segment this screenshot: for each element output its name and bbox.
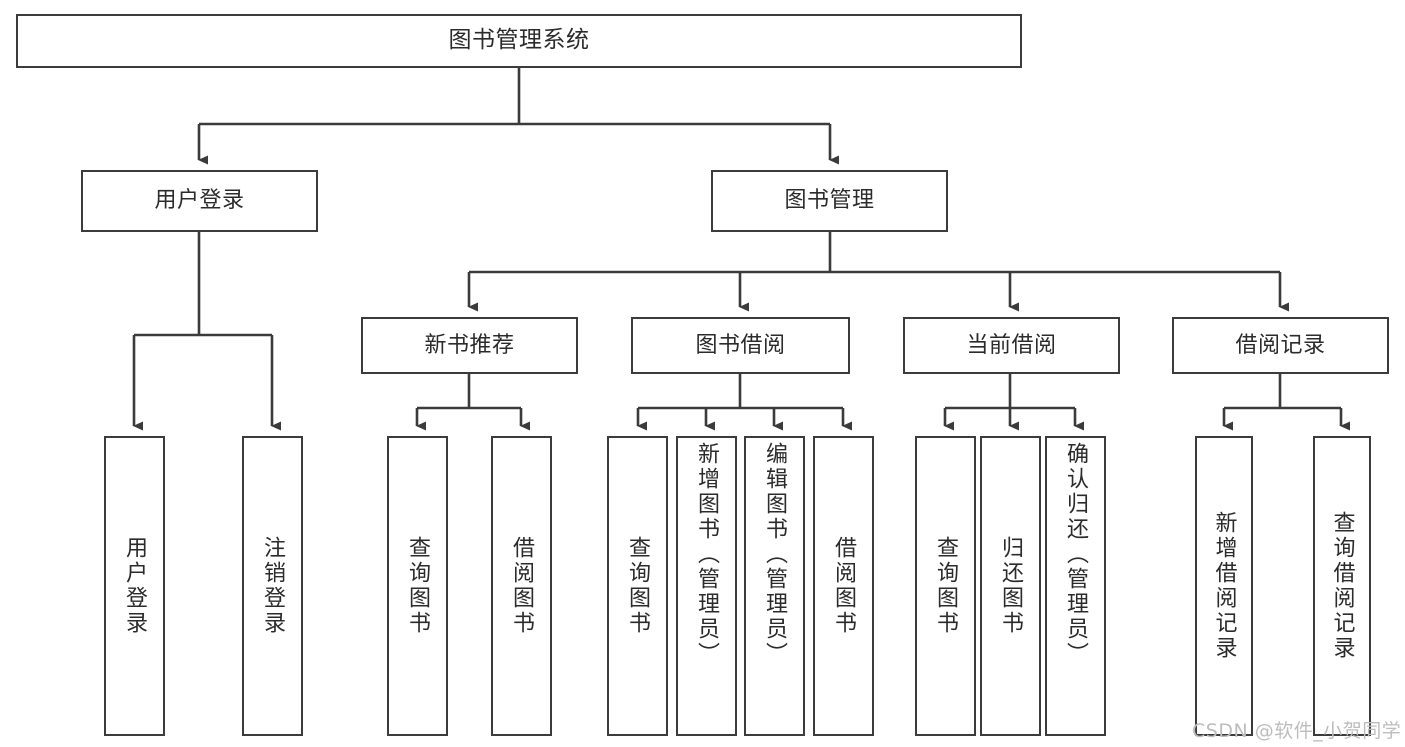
node-book-borrow-label: 图书借阅 bbox=[695, 332, 786, 358]
leaf-current-confirm-return-label: 确认归还（管理员） bbox=[1063, 442, 1089, 667]
leaf-borrow-edit-book[interactable]: 编辑图书（管理员） bbox=[744, 436, 805, 736]
leaf-user-login-login-label: 用户登录 bbox=[122, 536, 148, 636]
leaf-current-return-book-label: 归还图书 bbox=[998, 536, 1024, 636]
leaf-borrow-query-book[interactable]: 查询图书 bbox=[607, 436, 668, 736]
node-new-book-recommend-label: 新书推荐 bbox=[424, 332, 515, 358]
node-user-login-label: 用户登录 bbox=[154, 188, 245, 214]
node-book-management-label: 图书管理 bbox=[784, 188, 875, 214]
leaf-recommend-query-book-label: 查询图书 bbox=[405, 536, 431, 636]
leaf-record-add-record[interactable]: 新增借阅记录 bbox=[1195, 436, 1253, 736]
node-root-system-label: 图书管理系统 bbox=[448, 27, 590, 54]
leaf-borrow-borrow-book[interactable]: 借阅图书 bbox=[813, 436, 874, 736]
leaf-borrow-add-book[interactable]: 新增图书（管理员） bbox=[676, 436, 737, 736]
leaf-current-return-book[interactable]: 归还图书 bbox=[980, 436, 1041, 736]
node-current-borrow[interactable]: 当前借阅 bbox=[903, 317, 1120, 374]
leaf-current-confirm-return[interactable]: 确认归还（管理员） bbox=[1045, 436, 1106, 736]
leaf-current-query-book-label: 查询图书 bbox=[933, 536, 959, 636]
leaf-record-query-record-label: 查询借阅记录 bbox=[1329, 511, 1355, 661]
node-user-login[interactable]: 用户登录 bbox=[81, 170, 318, 232]
leaf-borrow-add-book-label: 新增图书（管理员） bbox=[694, 442, 720, 667]
node-root-system[interactable]: 图书管理系统 bbox=[16, 14, 1022, 68]
node-new-book-recommend[interactable]: 新书推荐 bbox=[361, 317, 578, 374]
leaf-current-query-book[interactable]: 查询图书 bbox=[915, 436, 976, 736]
leaf-borrow-query-book-label: 查询图书 bbox=[625, 536, 651, 636]
leaf-record-add-record-label: 新增借阅记录 bbox=[1211, 511, 1237, 661]
leaf-recommend-query-book[interactable]: 查询图书 bbox=[387, 436, 448, 736]
leaf-recommend-borrow-book[interactable]: 借阅图书 bbox=[491, 436, 552, 736]
node-borrow-record[interactable]: 借阅记录 bbox=[1172, 317, 1389, 374]
leaf-user-login-login[interactable]: 用户登录 bbox=[104, 436, 165, 736]
leaf-user-login-logout-label: 注销登录 bbox=[260, 536, 286, 636]
leaf-recommend-borrow-book-label: 借阅图书 bbox=[509, 536, 535, 636]
leaf-user-login-logout[interactable]: 注销登录 bbox=[242, 436, 303, 736]
node-borrow-record-label: 借阅记录 bbox=[1235, 332, 1326, 358]
csdn-watermark: CSDN @软件_小贺同学 bbox=[1192, 720, 1402, 742]
leaf-borrow-borrow-book-label: 借阅图书 bbox=[831, 536, 857, 636]
node-book-borrow[interactable]: 图书借阅 bbox=[631, 317, 850, 374]
node-current-borrow-label: 当前借阅 bbox=[966, 332, 1057, 358]
node-book-management[interactable]: 图书管理 bbox=[711, 170, 948, 232]
leaf-record-query-record[interactable]: 查询借阅记录 bbox=[1313, 436, 1371, 736]
leaf-borrow-edit-book-label: 编辑图书（管理员） bbox=[762, 442, 788, 667]
